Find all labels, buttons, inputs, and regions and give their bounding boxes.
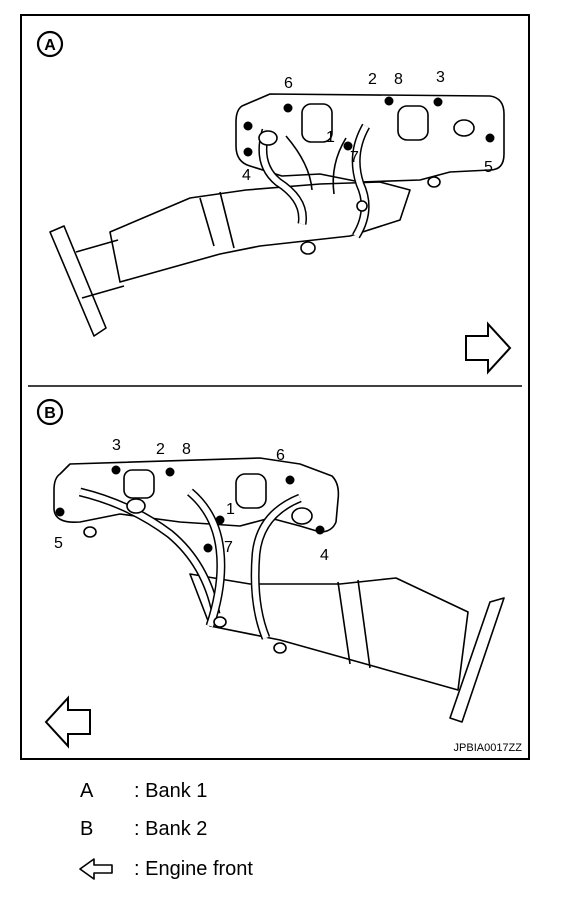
manifold-drawing-bank2 <box>53 457 505 723</box>
bolt-label: 7 <box>350 149 359 166</box>
exhaust-manifold-figure: A <box>20 14 530 760</box>
bolt-holes-bank1 <box>243 96 495 157</box>
bolt-label: 7 <box>224 539 233 556</box>
bolt-labels-bank2: 3 2 8 6 1 7 5 4 <box>54 437 329 564</box>
figure-code: JPBIA0017ZZ <box>454 742 523 754</box>
bolt-holes-bank2 <box>55 465 325 553</box>
legend-label: : Engine front <box>134 858 253 880</box>
bolt-label: 1 <box>326 129 335 146</box>
panel-b-badge-letter: B <box>44 405 56 422</box>
panel-a-badge-letter: A <box>44 37 56 54</box>
bolt-label: 3 <box>112 437 121 454</box>
legend-label: : Bank 2 <box>134 818 208 840</box>
bolt-label: 4 <box>320 547 329 564</box>
manifold-drawing-bank1 <box>49 93 505 337</box>
legend-key: A <box>80 780 94 802</box>
legend-row-bank1: A : Bank 1 <box>0 776 576 806</box>
engine-front-arrow-icon <box>44 695 91 749</box>
engine-front-arrow-icon <box>465 321 512 375</box>
bolt-label: 2 <box>156 441 165 458</box>
panel-a: A <box>36 30 512 375</box>
panel-b: B <box>36 398 523 754</box>
legend-row-engine-front: : Engine front <box>0 854 576 884</box>
bolt-label: 8 <box>182 441 191 458</box>
bolt-label: 6 <box>276 447 285 464</box>
bolt-label: 1 <box>226 501 235 518</box>
bolt-label: 6 <box>284 75 293 92</box>
bolt-label: 4 <box>242 167 251 184</box>
legend-key: B <box>80 818 94 840</box>
panel-b-badge: B <box>36 398 64 426</box>
bolt-label: 8 <box>394 71 403 88</box>
bolt-label: 2 <box>368 71 377 88</box>
bolt-label: 5 <box>484 159 493 176</box>
legend-row-bank2: B : Bank 2 <box>0 814 576 844</box>
panel-a-badge: A <box>36 30 64 58</box>
legend-label: : Bank 1 <box>134 780 208 802</box>
arrow-icon <box>79 858 113 880</box>
bolt-label: 3 <box>436 69 445 86</box>
bolt-labels-bank1: 6 2 8 3 1 7 4 5 <box>242 69 493 184</box>
figure-frame <box>20 14 530 760</box>
bolt-label: 5 <box>54 535 63 552</box>
